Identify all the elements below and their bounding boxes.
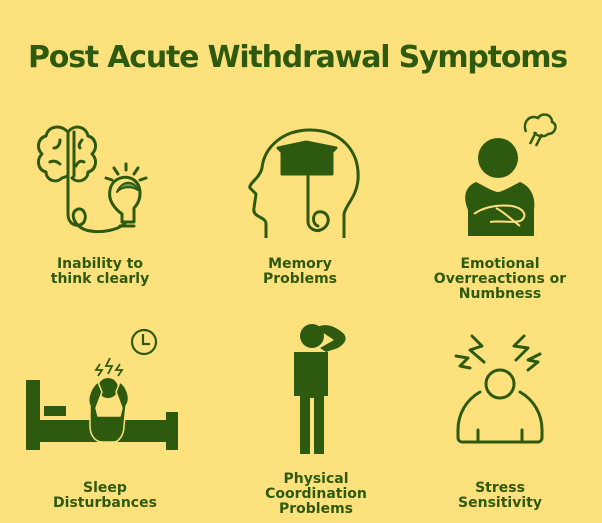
label-line: Physical — [283, 471, 349, 487]
crossed-arms-person-icon — [465, 113, 557, 236]
brain-lightbulb-icon — [37, 125, 148, 234]
label-line: Problems — [262, 271, 338, 287]
label-line: Memory — [268, 256, 332, 272]
label-line: Coordination — [265, 486, 367, 502]
page-title: Post Acute Withdrawal Symptoms — [28, 40, 568, 75]
symptom-label-2: Memory Problems — [200, 257, 400, 287]
person-scratching-head-icon — [294, 324, 346, 454]
label-line: Problems — [278, 501, 354, 517]
symptom-label-3: Emotional Overreactions or Numbness — [400, 257, 600, 302]
symptom-label-4: Sleep Disturbances — [5, 481, 205, 511]
label-line: Stress — [475, 480, 525, 496]
label-line: Inability to — [56, 256, 144, 272]
head-box-icon — [248, 128, 360, 238]
label-line: Overreactions or — [433, 271, 567, 287]
person-lightning-icon — [454, 334, 544, 444]
symptom-label-1: Inability to think clearly — [0, 257, 200, 287]
label-line: Numbness — [458, 286, 542, 302]
label-line: Emotional — [460, 256, 540, 272]
symptom-label-6: Stress Sensitivity — [400, 481, 600, 511]
label-line: Sleep — [83, 480, 127, 496]
label-line: Sensitivity — [458, 495, 542, 511]
person-bed-clock-icon — [26, 328, 178, 450]
label-line: think clearly — [50, 271, 150, 287]
symptom-label-5: Physical Coordination Problems — [216, 472, 416, 517]
label-line: Disturbances — [53, 495, 157, 511]
